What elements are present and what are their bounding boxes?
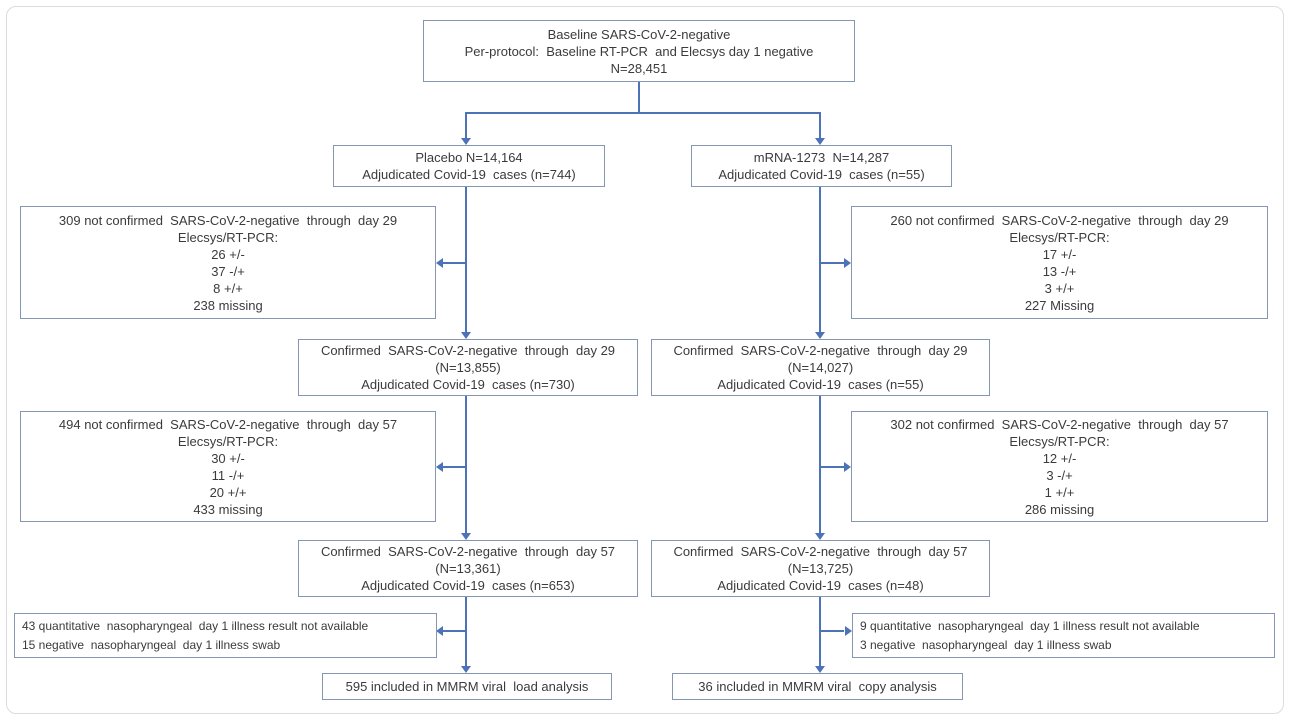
box-text-line: Adjudicated Covid-19 cases (n=744) [362, 167, 576, 182]
placebo-exclusion-day57-box: 494 not confirmed SARS-CoV-2-negative th… [20, 411, 436, 522]
box-text-line: 30 +/- [211, 450, 245, 466]
box-text-line: 11 -/+ [211, 467, 245, 483]
box-text-line: Baseline SARS-CoV-2-negative [547, 26, 731, 42]
mrna-exclusion-final-box: 9 quantitative nasopharyngeal day 1 illn… [852, 613, 1275, 658]
arrow-left-icon [436, 258, 443, 268]
connector-line [443, 466, 466, 468]
box-text-line: 37 -/+ [211, 263, 245, 279]
box-text-line: 3 +/+ [1044, 280, 1075, 296]
arrow-left-icon [436, 462, 443, 472]
figure-border [6, 6, 1284, 714]
placebo-mmrm-analysis-box: 595 included in MMRM viral load analysis [322, 673, 612, 700]
box-text-line: (N=14,027) [787, 360, 854, 375]
connector-line [465, 112, 467, 138]
box-text-line: Confirmed SARS-CoV-2-negative through da… [320, 544, 616, 559]
arrow-right-icon [844, 258, 851, 268]
arrow-right-icon [845, 626, 852, 636]
placebo-exclusion-day29-box: 309 not confirmed SARS-CoV-2-negative th… [20, 206, 436, 319]
box-text-line: Elecsys/RT-PCR: [1009, 433, 1110, 449]
box-text-line: mRNA-1273 N=14,287 [753, 150, 890, 165]
box-text-line: 15 negative nasopharyngeal day 1 illness… [22, 637, 281, 652]
baseline-box: Baseline SARS-CoV-2-negative Per-protoco… [423, 20, 855, 82]
box-text-line: 17 +/- [1042, 246, 1077, 262]
box-text-line: 302 not confirmed SARS-CoV-2-negative th… [890, 416, 1229, 432]
box-text-line: 1 +/+ [1044, 484, 1075, 500]
placebo-exclusion-final-box: 43 quantitative nasopharyngeal day 1 ill… [14, 613, 437, 658]
mrna-confirmed-day29-box: Confirmed SARS-CoV-2-negative through da… [651, 339, 990, 396]
box-text-line: 43 quantitative nasopharyngeal day 1 ill… [22, 618, 369, 633]
box-text-line: Elecsys/RT-PCR: [1009, 229, 1110, 245]
box-text-line: Adjudicated Covid-19 cases (n=48) [717, 578, 924, 593]
box-text-line: Elecsys/RT-PCR: [177, 229, 279, 245]
connector-line [820, 466, 844, 468]
box-text-line: N=28,451 [610, 60, 668, 76]
box-text-line: 3 -/+ [1046, 467, 1073, 483]
box-text-line: 433 missing [193, 501, 263, 517]
mrna-mmrm-analysis-box: 36 included in MMRM viral copy analysis [672, 673, 963, 700]
box-text-line: Adjudicated Covid-19 cases (n=55) [718, 167, 925, 182]
box-text-line: Elecsys/RT-PCR: [177, 433, 279, 449]
connector-line [465, 597, 467, 666]
box-text-line: Confirmed SARS-CoV-2-negative through da… [673, 343, 968, 358]
arrow-down-icon [815, 138, 825, 145]
box-text-line: 309 not confirmed SARS-CoV-2-negative th… [58, 212, 398, 228]
box-text-line: 8 +/+ [213, 280, 243, 296]
arrow-down-icon [815, 332, 825, 339]
connector-line [465, 112, 820, 114]
placebo-confirmed-day57-box: Confirmed SARS-CoV-2-negative through da… [298, 540, 638, 597]
connector-line [820, 262, 844, 264]
arrow-down-icon [461, 138, 471, 145]
box-text-line: 12 +/- [1042, 450, 1077, 466]
arrow-left-icon [436, 626, 443, 636]
box-text-line: 9 quantitative nasopharyngeal day 1 illn… [860, 618, 1200, 633]
arrow-down-icon [461, 533, 471, 540]
connector-line [819, 187, 821, 332]
box-text-line: 286 missing [1024, 501, 1095, 517]
box-text-line: Placebo N=14,164 [415, 150, 523, 165]
arrow-down-icon [815, 666, 825, 673]
connector-line [443, 630, 466, 632]
arrow-down-icon [461, 332, 471, 339]
box-text-line: 20 +/+ [209, 484, 247, 500]
box-text-line: 227 Missing [1024, 297, 1095, 313]
connector-line [465, 187, 467, 332]
connector-line [820, 630, 844, 632]
mrna-exclusion-day57-box: 302 not confirmed SARS-CoV-2-negative th… [851, 411, 1268, 522]
box-text-line: (N=13,725) [787, 561, 854, 576]
arrow-right-icon [844, 462, 851, 472]
arrow-down-icon [815, 533, 825, 540]
connector-line [819, 112, 821, 138]
box-text-line: 238 missing [193, 297, 263, 313]
mrna-arm-box: mRNA-1273 N=14,287 Adjudicated Covid-19 … [691, 145, 952, 187]
box-text-line: Per-protocol: Baseline RT-PCR and Elecsy… [464, 43, 814, 59]
box-text-line: 13 -/+ [1042, 263, 1077, 279]
mrna-exclusion-day29-box: 260 not confirmed SARS-CoV-2-negative th… [851, 206, 1268, 319]
box-text-line: 36 included in MMRM viral copy analysis [698, 679, 937, 694]
placebo-arm-box: Placebo N=14,164 Adjudicated Covid-19 ca… [333, 145, 605, 187]
placebo-confirmed-day29-box: Confirmed SARS-CoV-2-negative through da… [298, 339, 638, 396]
box-text-line: 494 not confirmed SARS-CoV-2-negative th… [58, 416, 398, 432]
box-text-line: Adjudicated Covid-19 cases (n=653) [361, 578, 575, 593]
box-text-line: Adjudicated Covid-19 cases (n=730) [361, 377, 575, 392]
box-text-line: Confirmed SARS-CoV-2-negative through da… [320, 343, 616, 358]
box-text-line: 260 not confirmed SARS-CoV-2-negative th… [890, 212, 1229, 228]
arrow-down-icon [461, 666, 471, 673]
connector-line [819, 597, 821, 666]
box-text-line: (N=13,361) [435, 561, 501, 576]
mrna-confirmed-day57-box: Confirmed SARS-CoV-2-negative through da… [651, 540, 990, 597]
box-text-line: 26 +/- [211, 246, 245, 262]
box-text-line: (N=13,855) [435, 360, 501, 375]
connector-line [465, 396, 467, 533]
box-text-line: 3 negative nasopharyngeal day 1 illness … [860, 637, 1112, 652]
box-text-line: 595 included in MMRM viral load analysis [345, 679, 589, 694]
connector-line [819, 396, 821, 533]
box-text-line: Confirmed SARS-CoV-2-negative through da… [673, 544, 968, 559]
box-text-line: Adjudicated Covid-19 cases (n=55) [717, 377, 924, 392]
connector-line [443, 262, 466, 264]
connector-line [638, 82, 640, 113]
